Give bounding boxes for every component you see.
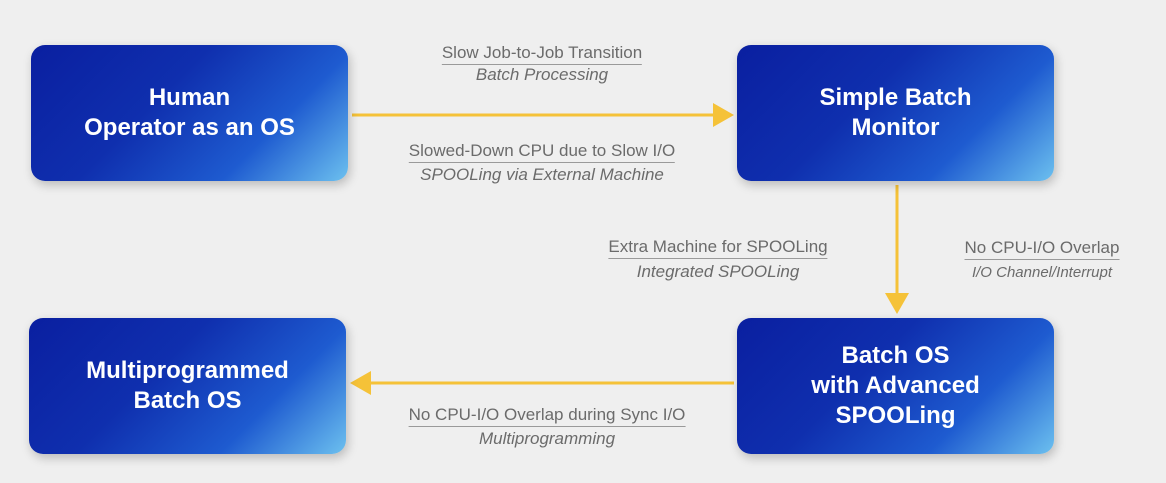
edge-solution-label: SPOOLing via External Machine (420, 165, 664, 184)
node-label-line: Monitor (851, 114, 940, 141)
node-label-line: Operator as an OS (84, 114, 295, 141)
edge-problem-label: No CPU-I/O Overlap (964, 237, 1120, 260)
node-human-operator: Human Operator as an OS (31, 45, 348, 181)
node-label-line: Simple Batch (819, 84, 972, 111)
edge-solution-label: Multiprogramming (478, 429, 616, 448)
edge-problem-label: Slow Job-to-Job Transition (441, 42, 643, 65)
node-simple-batch-monitor: Simple Batch Monitor (737, 45, 1054, 181)
node-label-line: SPOOLing (835, 402, 956, 429)
node-label-line: Human (148, 84, 231, 111)
edge-solution-label: Integrated SPOOLing (636, 262, 800, 281)
edge-solution-label: I/O Channel/Interrupt (971, 264, 1113, 281)
edge-solution-label: Batch Processing (475, 65, 609, 84)
node-label-line: Multiprogrammed (86, 357, 289, 384)
node-multiprogrammed-batch-os: Multiprogrammed Batch OS (29, 318, 346, 454)
node-batch-os-advanced-spooling: Batch OS with Advanced SPOOLing (737, 318, 1054, 454)
node-label-line: Batch OS (133, 387, 242, 414)
edge-problem-label: No CPU-I/O Overlap during Sync I/O (408, 404, 686, 427)
edge-problem-label: Slowed-Down CPU due to Slow I/O (408, 140, 676, 163)
node-label-line: Batch OS (841, 342, 950, 369)
node-label-line: with Advanced (811, 372, 980, 399)
edge-problem-label: Extra Machine for SPOOLing (608, 236, 828, 259)
